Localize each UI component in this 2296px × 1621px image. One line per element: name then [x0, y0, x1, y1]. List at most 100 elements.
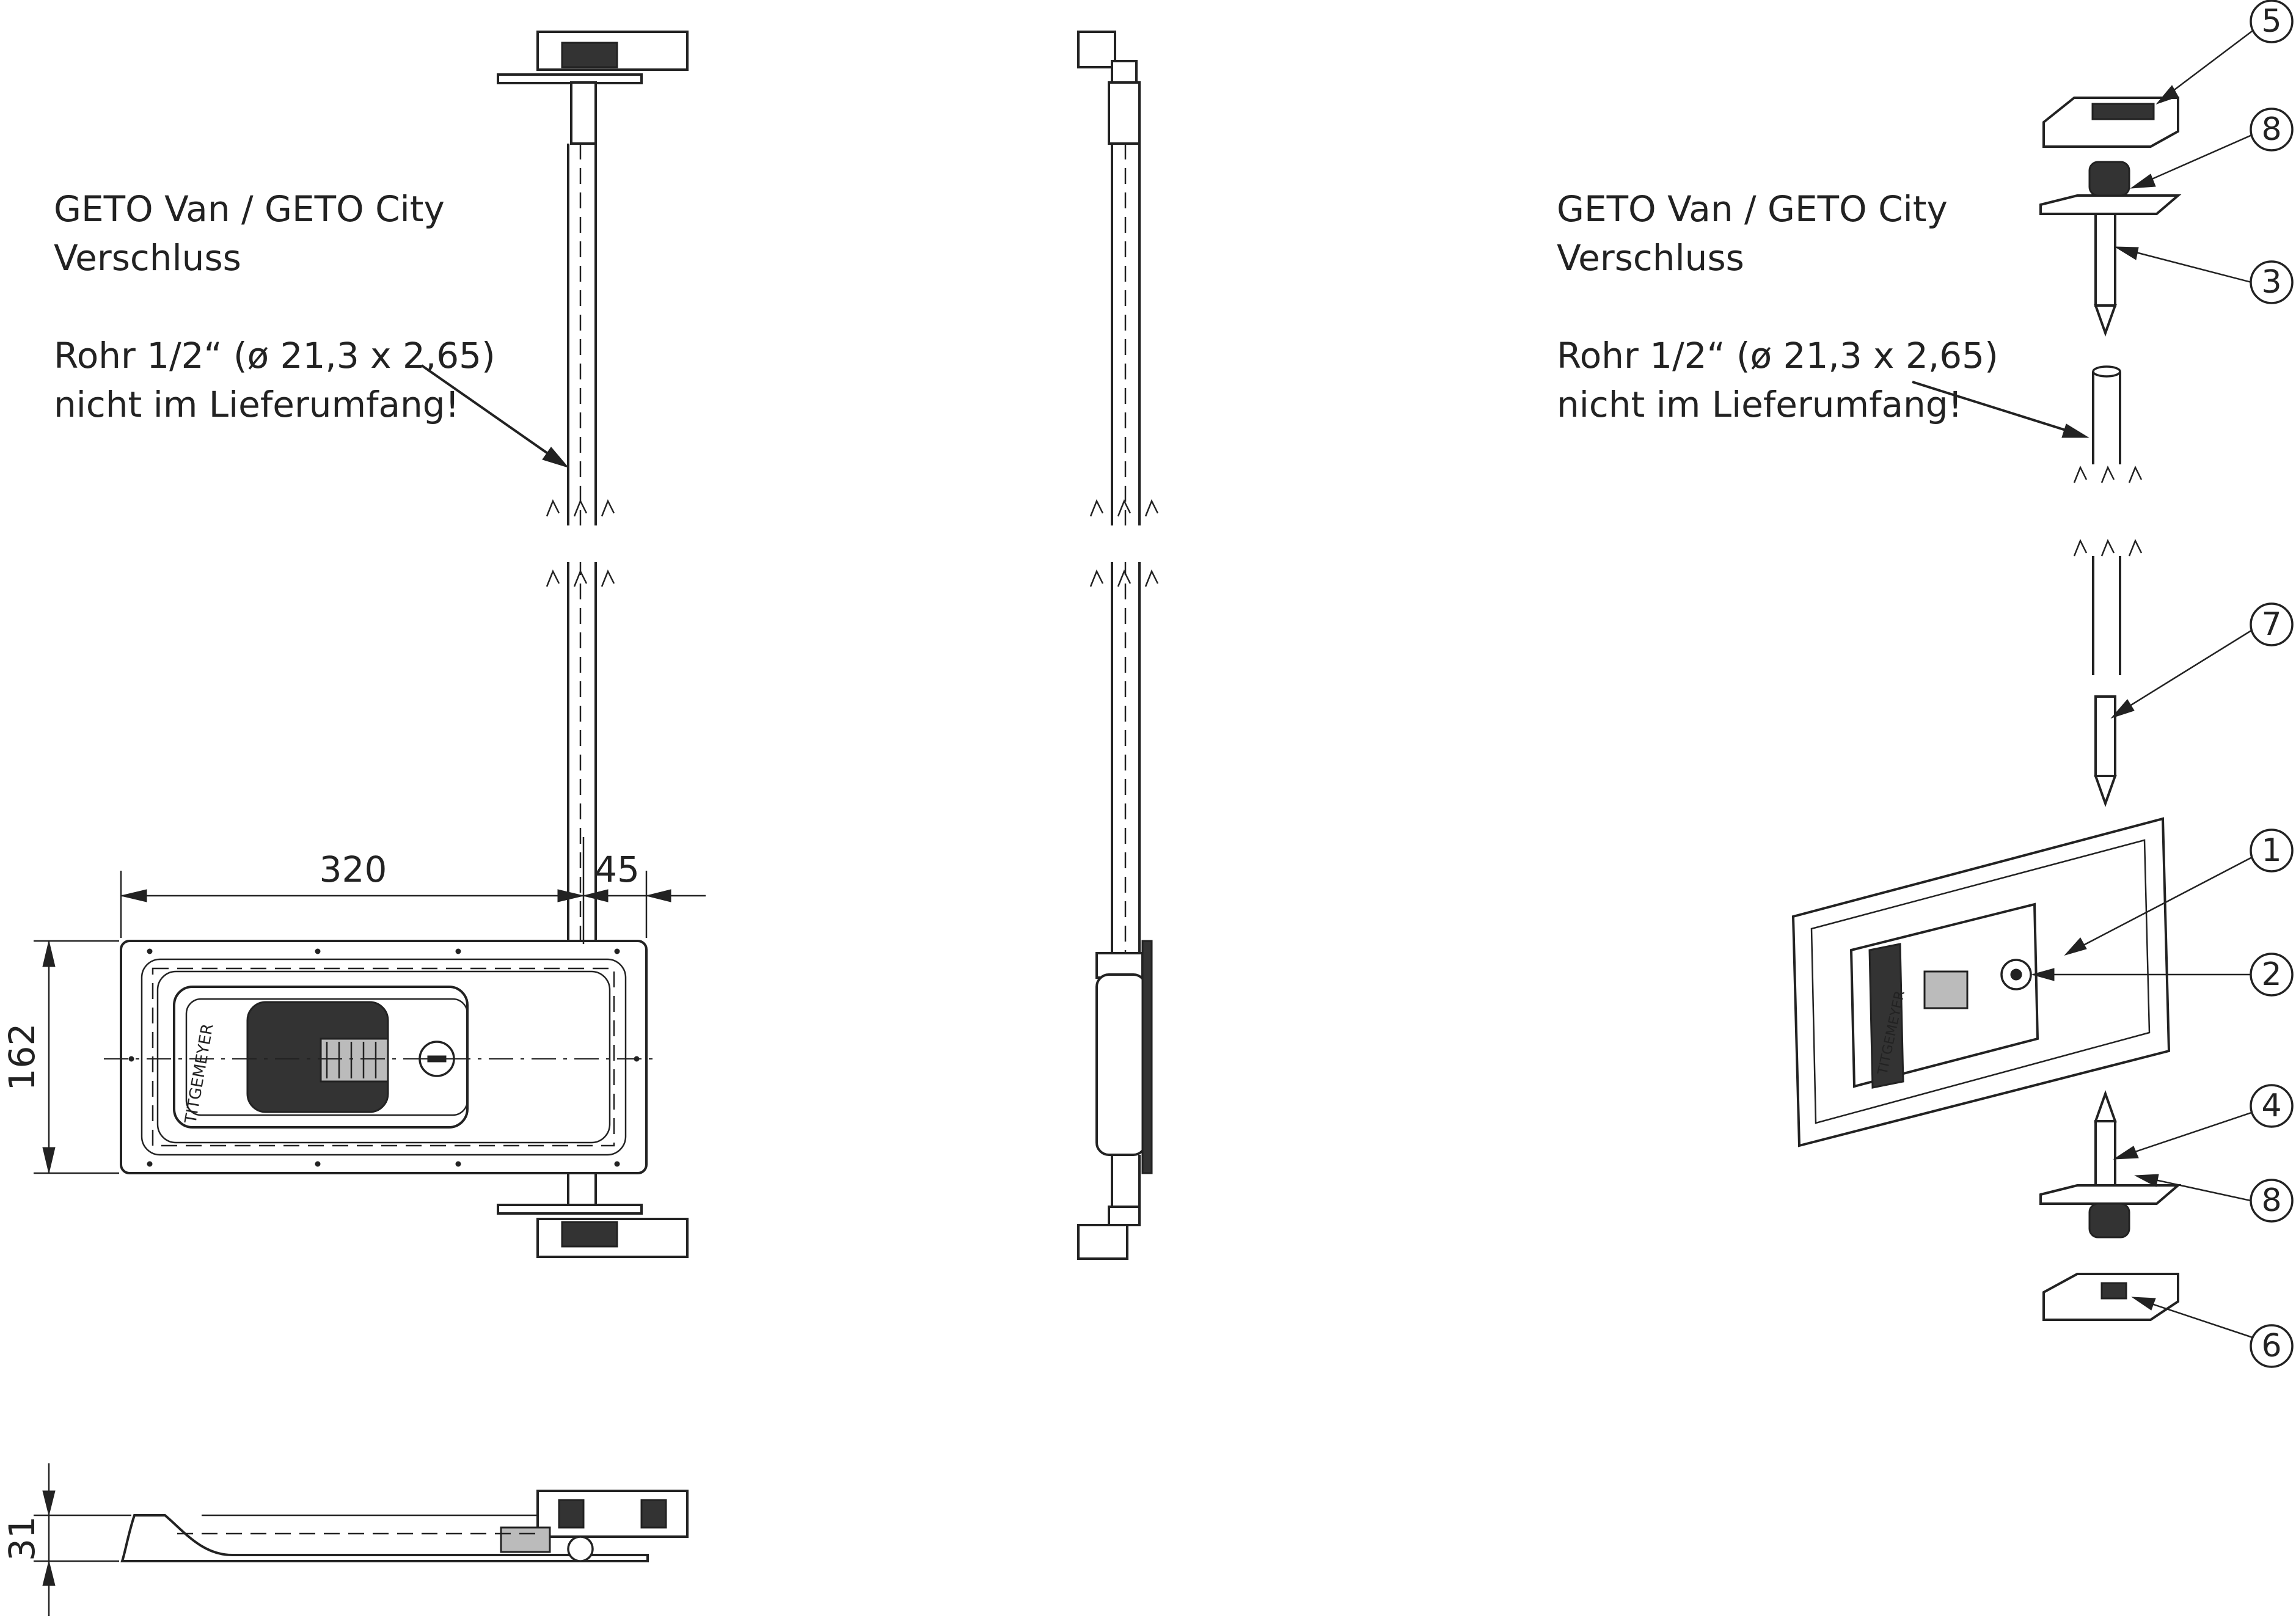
callout-8a-arrowhead	[2130, 174, 2156, 189]
side-top-stud	[1108, 81, 1141, 145]
callout-6-number: 6	[2261, 1328, 2281, 1364]
side-lock-flange	[1141, 940, 1153, 1174]
front-bottom-bracket-clip	[561, 1221, 618, 1248]
dim-label-width-main: 320	[320, 849, 387, 890]
callout-4-number: 4	[2261, 1088, 2281, 1124]
profile-pipe-end	[500, 1526, 551, 1553]
part-4-lower-bolt-tip	[2094, 1090, 2117, 1122]
bottom-profile-view: 31	[1, 1463, 689, 1616]
pipe-break-upper	[2073, 465, 2143, 483]
callout-7-leader	[2115, 628, 2254, 716]
side-break-gap	[1081, 525, 1167, 562]
callout-8b-arrowhead	[2134, 1174, 2159, 1187]
dim-arrow-45-right	[646, 889, 671, 902]
callout-6-arrowhead	[2131, 1297, 2156, 1311]
dim-arrow-162-bottom	[42, 1147, 56, 1174]
right-note-pipe-spec: Rohr 1/2“ (ø 21,3 x 2,65)	[1557, 335, 1998, 376]
callout-4-bubble	[2250, 1084, 2294, 1128]
callout-4-arrowhead	[2113, 1146, 2139, 1160]
side-top-bracket	[1077, 31, 1116, 68]
part-8-upper-clamp	[2088, 161, 2130, 197]
part-4-lower-bolt	[2094, 1120, 2116, 1190]
side-break-lower	[1089, 569, 1159, 587]
front-top-bracket-clip	[561, 42, 618, 68]
part-7-coupling-bolt-tip	[2094, 775, 2117, 807]
callout-8a-leader	[2135, 133, 2254, 188]
dim-arrow-320-left	[120, 889, 147, 902]
part-3-upper-bolt-tip	[2094, 304, 2117, 337]
callout-7-bubble	[2250, 602, 2294, 646]
callout-5-leader	[2159, 29, 2255, 101]
front-top-stud	[570, 81, 597, 145]
front-screw-holes	[128, 948, 640, 1167]
left-note-subtitle: Verschluss	[54, 237, 241, 279]
side-lock-body	[1095, 973, 1147, 1156]
dim-arrow-320-right	[557, 889, 584, 902]
left-note-arrowhead	[542, 447, 569, 468]
right-note: GETO Van / GETO City Verschluss Rohr 1/2…	[1557, 188, 2089, 438]
front-top-plate	[497, 73, 643, 84]
side-bottom-bracket	[1077, 1224, 1128, 1260]
front-break-upper	[546, 499, 615, 517]
left-note-pipe-spec: Rohr 1/2“ (ø 21,3 x 2,65)	[54, 335, 495, 376]
callout-1-leader	[2067, 855, 2254, 954]
pipe-break-lower	[2073, 538, 2143, 557]
callout-5-bubble	[2250, 0, 2294, 43]
profile-plate	[120, 1514, 649, 1562]
dim-label-width-offset: 45	[594, 849, 640, 890]
callout-5-number: 5	[2261, 3, 2281, 40]
callout-3-arrowhead	[2114, 246, 2139, 260]
callout-3-leader	[2116, 246, 2252, 284]
left-note-title: GETO Van / GETO City	[54, 188, 445, 230]
callout-1-arrowhead	[2064, 937, 2087, 956]
callouts: 5 8 3 7 1 2 4 8 6	[2031, 0, 2294, 1368]
callout-3-number: 3	[2261, 264, 2281, 301]
callout-5-arrowhead	[2155, 85, 2179, 105]
callout-8a-number: 8	[2261, 111, 2281, 148]
callout-7-number: 7	[2261, 606, 2281, 643]
pipe-top-end	[2092, 365, 2121, 378]
exploded-view: TITGEMEYER	[1791, 97, 2182, 1321]
profile-bracket-left-block	[558, 1499, 585, 1529]
callout-2-arrowhead	[2031, 968, 2055, 981]
left-note: GETO Van / GETO City Verschluss Rohr 1/2…	[54, 188, 569, 468]
callout-1-number: 1	[2261, 832, 2281, 869]
callout-2-bubble	[2250, 953, 2294, 997]
front-latch-mechanism	[320, 1037, 389, 1083]
left-note-leader	[420, 364, 560, 463]
side-break-upper	[1089, 499, 1159, 517]
dim-arrow-31-top	[42, 1490, 56, 1516]
right-note-arrowhead	[2061, 423, 2089, 438]
part-8-upper-guide-plate	[2039, 194, 2182, 215]
callout-4-leader	[2116, 1111, 2254, 1159]
right-note-leader	[1912, 381, 2078, 435]
callout-1-bubble	[2250, 829, 2294, 873]
callout-7-arrowhead	[2110, 699, 2135, 719]
part-8-lower-guide-plate	[2039, 1184, 2182, 1205]
dim-arrow-45-left	[583, 889, 609, 902]
front-lock-recess	[141, 958, 627, 1156]
callout-6-leader	[2135, 1297, 2255, 1339]
front-break-gap	[538, 525, 623, 562]
front-hidden-outline	[152, 967, 615, 1147]
profile-pivot	[567, 1535, 594, 1562]
front-latch-ribs	[326, 1042, 377, 1078]
callout-8a-bubble	[2250, 108, 2294, 152]
part-1-recess	[1810, 839, 2151, 1124]
part-6-slot	[2100, 1282, 2127, 1300]
callout-8b-bubble	[2250, 1179, 2294, 1223]
front-bottom-plate	[497, 1204, 643, 1215]
front-handle-inner	[185, 998, 469, 1116]
right-note-pipe-warning: nicht im Lieferumfang!	[1557, 384, 1962, 425]
dim-label-height-plate: 162	[1, 1023, 43, 1091]
dim-arrow-31-bottom	[42, 1561, 56, 1586]
part-1-handle-grip	[1868, 943, 1904, 1089]
callout-8b-number: 8	[2261, 1182, 2281, 1219]
callout-6-bubble	[2250, 1324, 2294, 1368]
right-note-subtitle: Verschluss	[1557, 237, 1744, 279]
part-1-latch-mechanism	[1923, 970, 1969, 1009]
right-note-title: GETO Van / GETO City	[1557, 188, 1948, 230]
part-8-lower-clamp	[2088, 1202, 2130, 1239]
dim-arrow-162-top	[42, 940, 56, 967]
